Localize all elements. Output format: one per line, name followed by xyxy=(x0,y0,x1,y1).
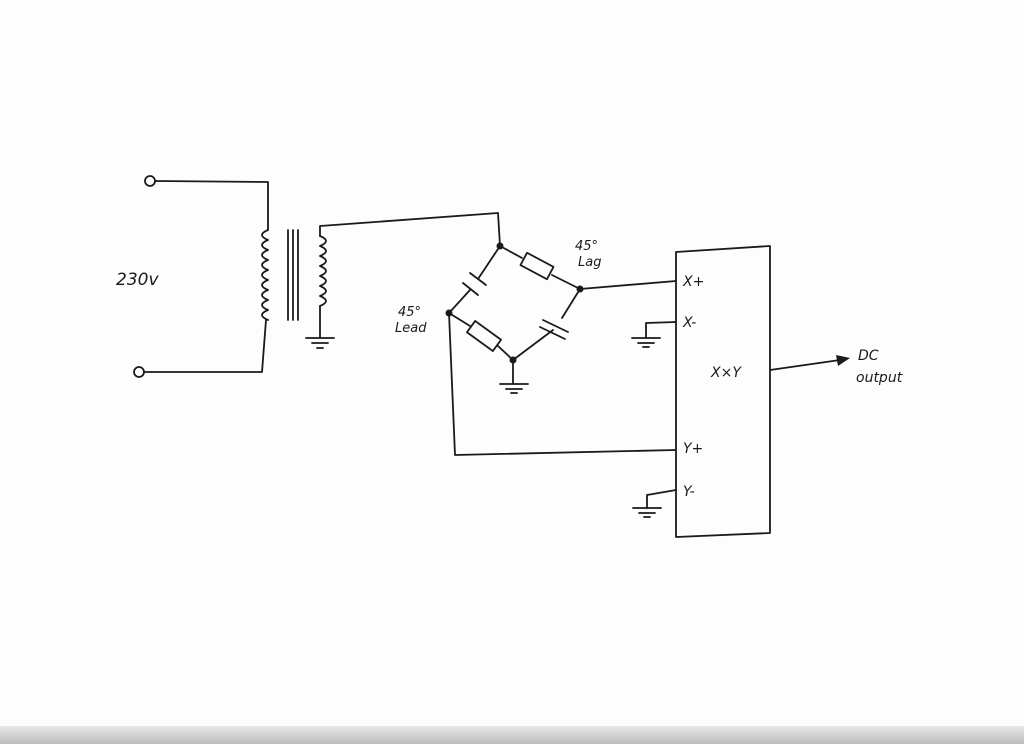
resistor-top-right xyxy=(519,251,555,281)
ground-symbol-bridge xyxy=(499,383,529,394)
output-arrow xyxy=(769,359,841,371)
ground-symbol-secondary xyxy=(305,337,335,349)
output-label: output xyxy=(856,370,903,386)
y-minus-label: Y- xyxy=(683,484,695,500)
lag-angle-label: 45° xyxy=(575,239,598,254)
capacitor-plate xyxy=(539,326,566,340)
wire-secondary-to-bridge xyxy=(319,212,501,247)
input-voltage-label: 230v xyxy=(116,270,159,290)
wire-lag-to-x-plus xyxy=(579,280,677,290)
x-minus-label: X- xyxy=(682,315,696,331)
arrow-head-icon xyxy=(836,355,850,366)
input-terminal-top xyxy=(144,175,156,187)
transformer-core xyxy=(287,229,299,321)
y-plus-label: Y+ xyxy=(683,441,703,457)
lead-label: Lead xyxy=(395,321,427,336)
input-terminal-bottom xyxy=(133,366,145,378)
lead-angle-label: 45° xyxy=(398,305,421,320)
multiplier-function-label: X×Y xyxy=(710,365,742,381)
capacitor-plate xyxy=(469,272,487,286)
ground-symbol-x-minus xyxy=(631,337,661,348)
wire-x-minus-ground xyxy=(645,321,677,339)
secondary-coil xyxy=(319,235,327,307)
ground-symbol-y-minus xyxy=(632,507,662,518)
bridge-network xyxy=(445,242,584,364)
resistor-bottom-left xyxy=(466,320,502,352)
wire-primary-bottom xyxy=(143,319,267,373)
wire-primary-top xyxy=(154,180,269,231)
x-plus-label: X+ xyxy=(682,274,704,290)
wire-lead-to-y-plus xyxy=(448,312,677,456)
capacitor-plate xyxy=(542,319,569,333)
lag-label: Lag xyxy=(578,255,601,270)
multiplier-block xyxy=(675,245,771,538)
capacitor-plate xyxy=(462,282,479,296)
capacitor-top-left-wire xyxy=(448,245,501,314)
scan-edge-shadow xyxy=(0,726,1024,744)
primary-coil xyxy=(261,229,269,321)
output-dc-label: DC xyxy=(858,348,879,364)
wire-y-minus-ground xyxy=(646,489,677,509)
